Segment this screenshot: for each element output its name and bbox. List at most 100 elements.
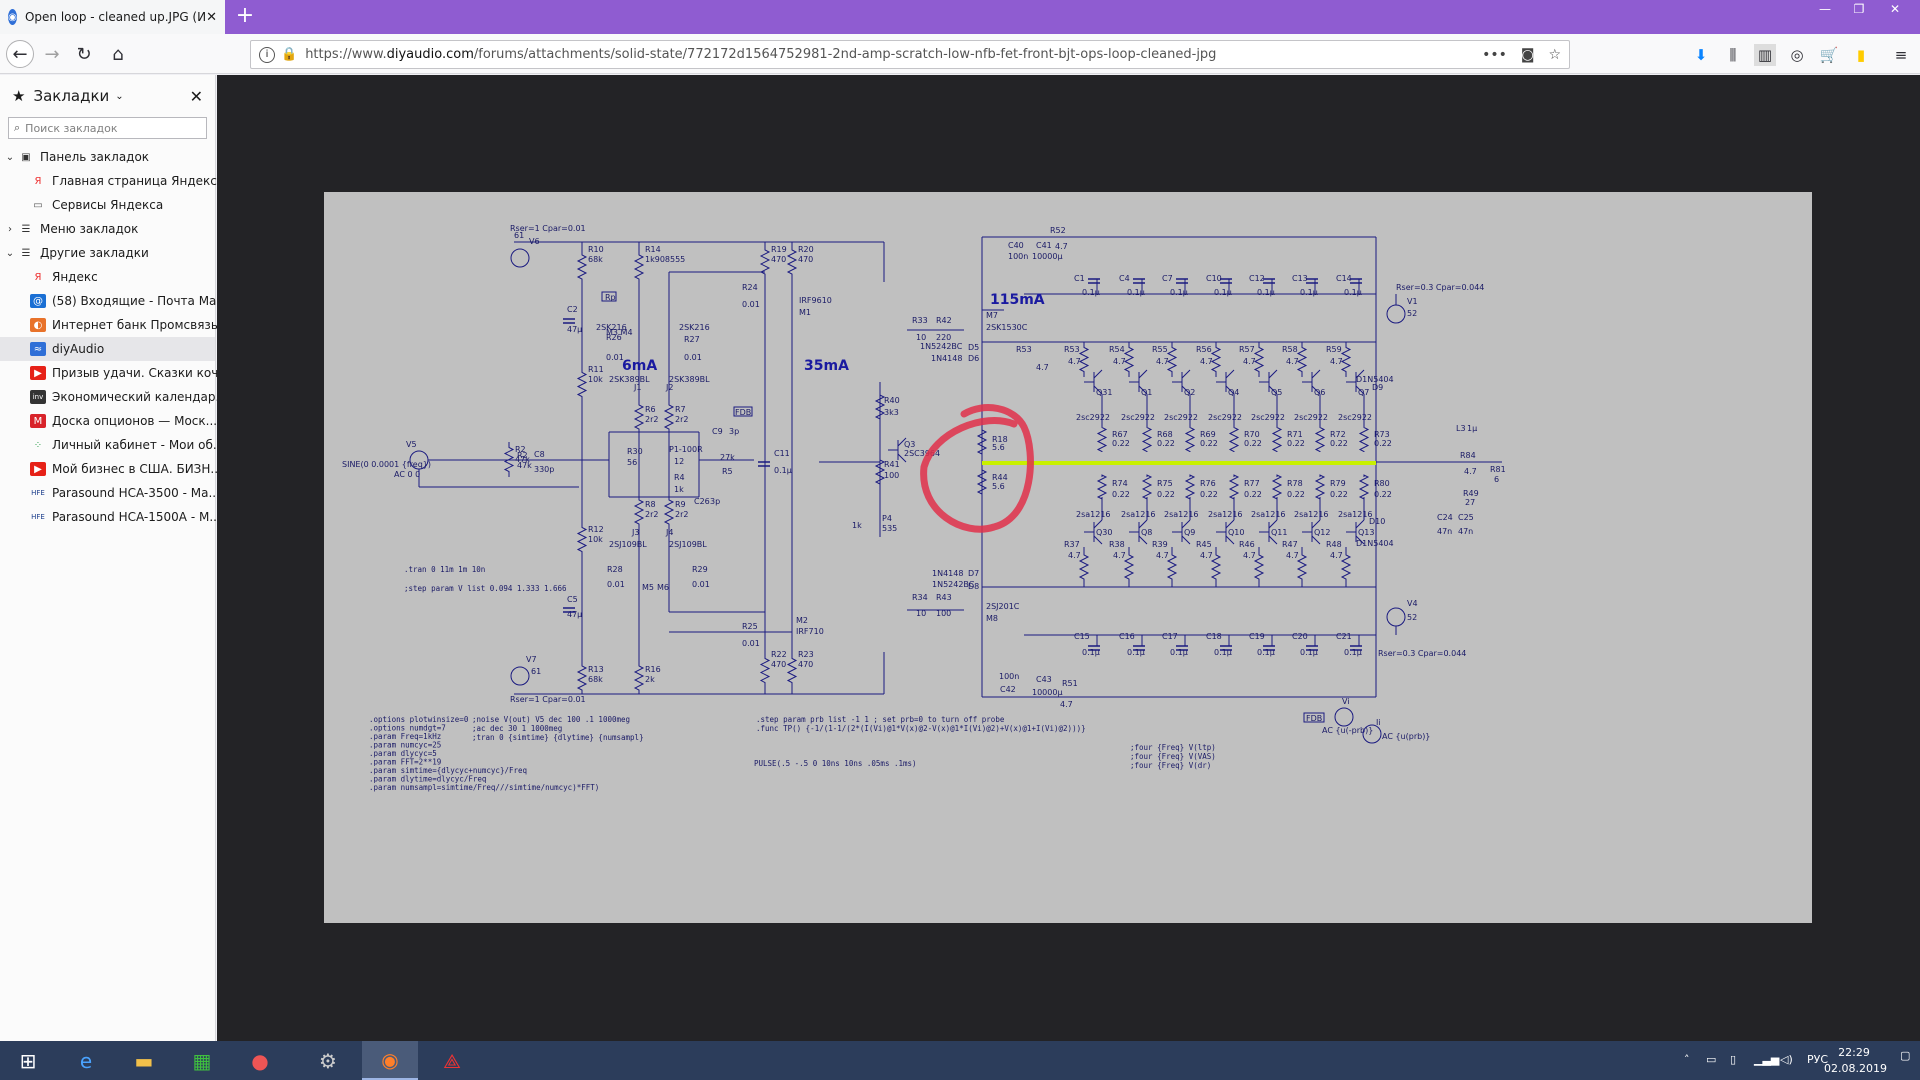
keyboard-icon[interactable]: ▭ xyxy=(1706,1053,1717,1066)
resistor-symbol xyxy=(503,442,515,477)
bookmark-label: Другие закладки xyxy=(40,246,149,260)
signal-icon[interactable]: ▁▃▅ xyxy=(1754,1053,1780,1066)
bookmark-star-icon[interactable]: ☆ xyxy=(1548,46,1561,63)
wire xyxy=(1181,369,1191,379)
notifications-icon[interactable]: ▢ xyxy=(1900,1049,1911,1062)
component-label: Q3 xyxy=(904,440,915,449)
tool-app-icon[interactable]: ⚙ xyxy=(319,1048,337,1073)
window-close-button[interactable]: ✕ xyxy=(1889,2,1901,16)
bookmark-item[interactable]: @(58) Входящие - Почта Ма... xyxy=(0,289,228,313)
app-icon[interactable]: ● xyxy=(251,1048,269,1073)
forward-button[interactable]: → xyxy=(38,40,66,68)
wire xyxy=(1311,369,1321,379)
component-label: Rser=1 Cpar=0.01 xyxy=(510,695,586,704)
folder-icon: ▭ xyxy=(33,199,43,211)
bookmark-item[interactable]: ▶Призыв удачи. Сказки коч... xyxy=(0,361,230,385)
bookmark-item[interactable]: ◐Интернет банк Промсвязь... xyxy=(0,313,229,337)
back-button[interactable]: ← xyxy=(6,40,34,68)
component-label: 0.22 xyxy=(1157,490,1175,499)
component-label: R47 xyxy=(1282,540,1298,549)
minimize-button[interactable]: — xyxy=(1819,2,1831,16)
home-button[interactable]: ⌂ xyxy=(104,40,132,68)
component-label: 0.22 xyxy=(1287,490,1305,499)
twisty-icon[interactable]: ⌄ xyxy=(5,151,15,163)
resistor-symbol xyxy=(1271,474,1283,500)
firefox-icon[interactable]: ◉ xyxy=(362,1041,418,1080)
bookmark-item[interactable]: ⌄☰Другие закладки xyxy=(0,241,215,265)
resistor-symbol xyxy=(576,362,588,407)
wire xyxy=(1311,519,1321,529)
restore-button[interactable]: ❐ xyxy=(1853,2,1865,16)
spice-directive: .param FFT=2**19 xyxy=(369,758,441,767)
windows-start-icon[interactable]: ⊞ xyxy=(19,1048,37,1073)
twisty-icon[interactable]: › xyxy=(8,223,12,235)
file-explorer-icon[interactable]: ▬ xyxy=(134,1048,154,1073)
component-label: R4 xyxy=(674,473,685,482)
component-label: M7 xyxy=(986,311,998,320)
component-label: 100n xyxy=(999,672,1019,681)
component-label: Q5 xyxy=(1271,388,1282,397)
reload-button[interactable]: ↻ xyxy=(70,40,98,68)
acrobat-icon[interactable]: ⟁ xyxy=(443,1048,461,1073)
bookmark-item[interactable]: ⌄▣Панель закладок xyxy=(0,145,215,169)
component-label: R8 xyxy=(645,500,656,509)
bookmark-item[interactable]: ›▭Сервисы Яндекса xyxy=(0,193,215,217)
internet-explorer-icon[interactable]: e xyxy=(79,1048,93,1073)
url-text[interactable]: https://www.diyaudio.com/forums/attachme… xyxy=(305,47,1217,62)
component-label: C21 xyxy=(1336,632,1352,641)
cart-icon[interactable]: 🛒 xyxy=(1819,46,1839,64)
component-label: R11 xyxy=(588,365,604,374)
sidebar-title[interactable]: Закладки xyxy=(33,87,110,105)
bookmark-item[interactable]: ▶Мой бизнес в США. БИЗН... xyxy=(0,457,222,481)
investing-icon: inv xyxy=(30,390,46,404)
account-icon[interactable]: ◎ xyxy=(1790,46,1804,64)
page-actions-button[interactable]: ••• xyxy=(1482,46,1507,63)
lock-icon[interactable]: 🔒 xyxy=(281,47,298,62)
pocket-icon[interactable]: ◙ xyxy=(1520,46,1535,63)
bookmark-item[interactable]: ⁘Личный кабинет - Мои об... xyxy=(0,433,225,457)
bookmark-search-input[interactable]: ⌕ Поиск закладок xyxy=(8,117,207,139)
component-label: P4 xyxy=(882,514,892,523)
wire xyxy=(1138,535,1148,545)
resistor-symbol xyxy=(1123,342,1135,377)
clock[interactable]: 22:29 02.08.2019 xyxy=(1824,1045,1887,1077)
network-icon[interactable]: ▯ xyxy=(1730,1053,1737,1066)
component-label: AC {u(prb)} xyxy=(1382,732,1430,741)
bookmark-item[interactable]: ≈diyAudio xyxy=(0,337,215,361)
component-label: R69 xyxy=(1200,430,1216,439)
component-label: 100 xyxy=(936,609,951,618)
component-label: 0.22 xyxy=(1200,490,1218,499)
bookmark-item[interactable]: ›☰Меню закладок xyxy=(0,217,215,241)
sidebar-toggle-icon[interactable]: ▥ xyxy=(1754,44,1776,66)
new-tab-button[interactable]: + xyxy=(235,3,255,28)
menu-icon[interactable]: ≡ xyxy=(1894,46,1908,64)
sidebar-close-icon[interactable]: ✕ xyxy=(189,86,203,106)
active-tab[interactable]: ◉ Open loop - cleaned up.JPG (И ✕ xyxy=(0,0,225,34)
extension-icon[interactable]: ▮ xyxy=(1856,46,1866,64)
language-indicator[interactable]: РУС xyxy=(1807,1053,1829,1066)
site-info-icon[interactable]: i xyxy=(259,46,275,63)
url-bar[interactable]: i 🔒 https://www.diyaudio.com/forums/atta… xyxy=(250,40,1570,69)
downloads-icon[interactable]: ⬇ xyxy=(1694,46,1708,64)
tray-chevron-icon[interactable]: ˄ xyxy=(1684,1053,1690,1066)
wire xyxy=(1311,385,1321,395)
spice-directive: ;four {Freq} V(VAS) xyxy=(1130,752,1216,761)
volume-icon[interactable]: ◁) xyxy=(1780,1053,1793,1066)
component-label: 47µ xyxy=(567,610,582,619)
probe-tag xyxy=(601,291,617,302)
library-icon[interactable]: ⫼ xyxy=(1729,46,1737,64)
tab-close-icon[interactable]: ✕ xyxy=(206,9,217,25)
store-icon[interactable]: ▦ xyxy=(192,1048,212,1073)
component-label: Q8 xyxy=(1141,528,1152,537)
component-label: 100 xyxy=(884,471,899,480)
chevron-down-icon[interactable]: ⌄ xyxy=(115,90,124,102)
twisty-icon[interactable]: ⌄ xyxy=(5,247,15,259)
